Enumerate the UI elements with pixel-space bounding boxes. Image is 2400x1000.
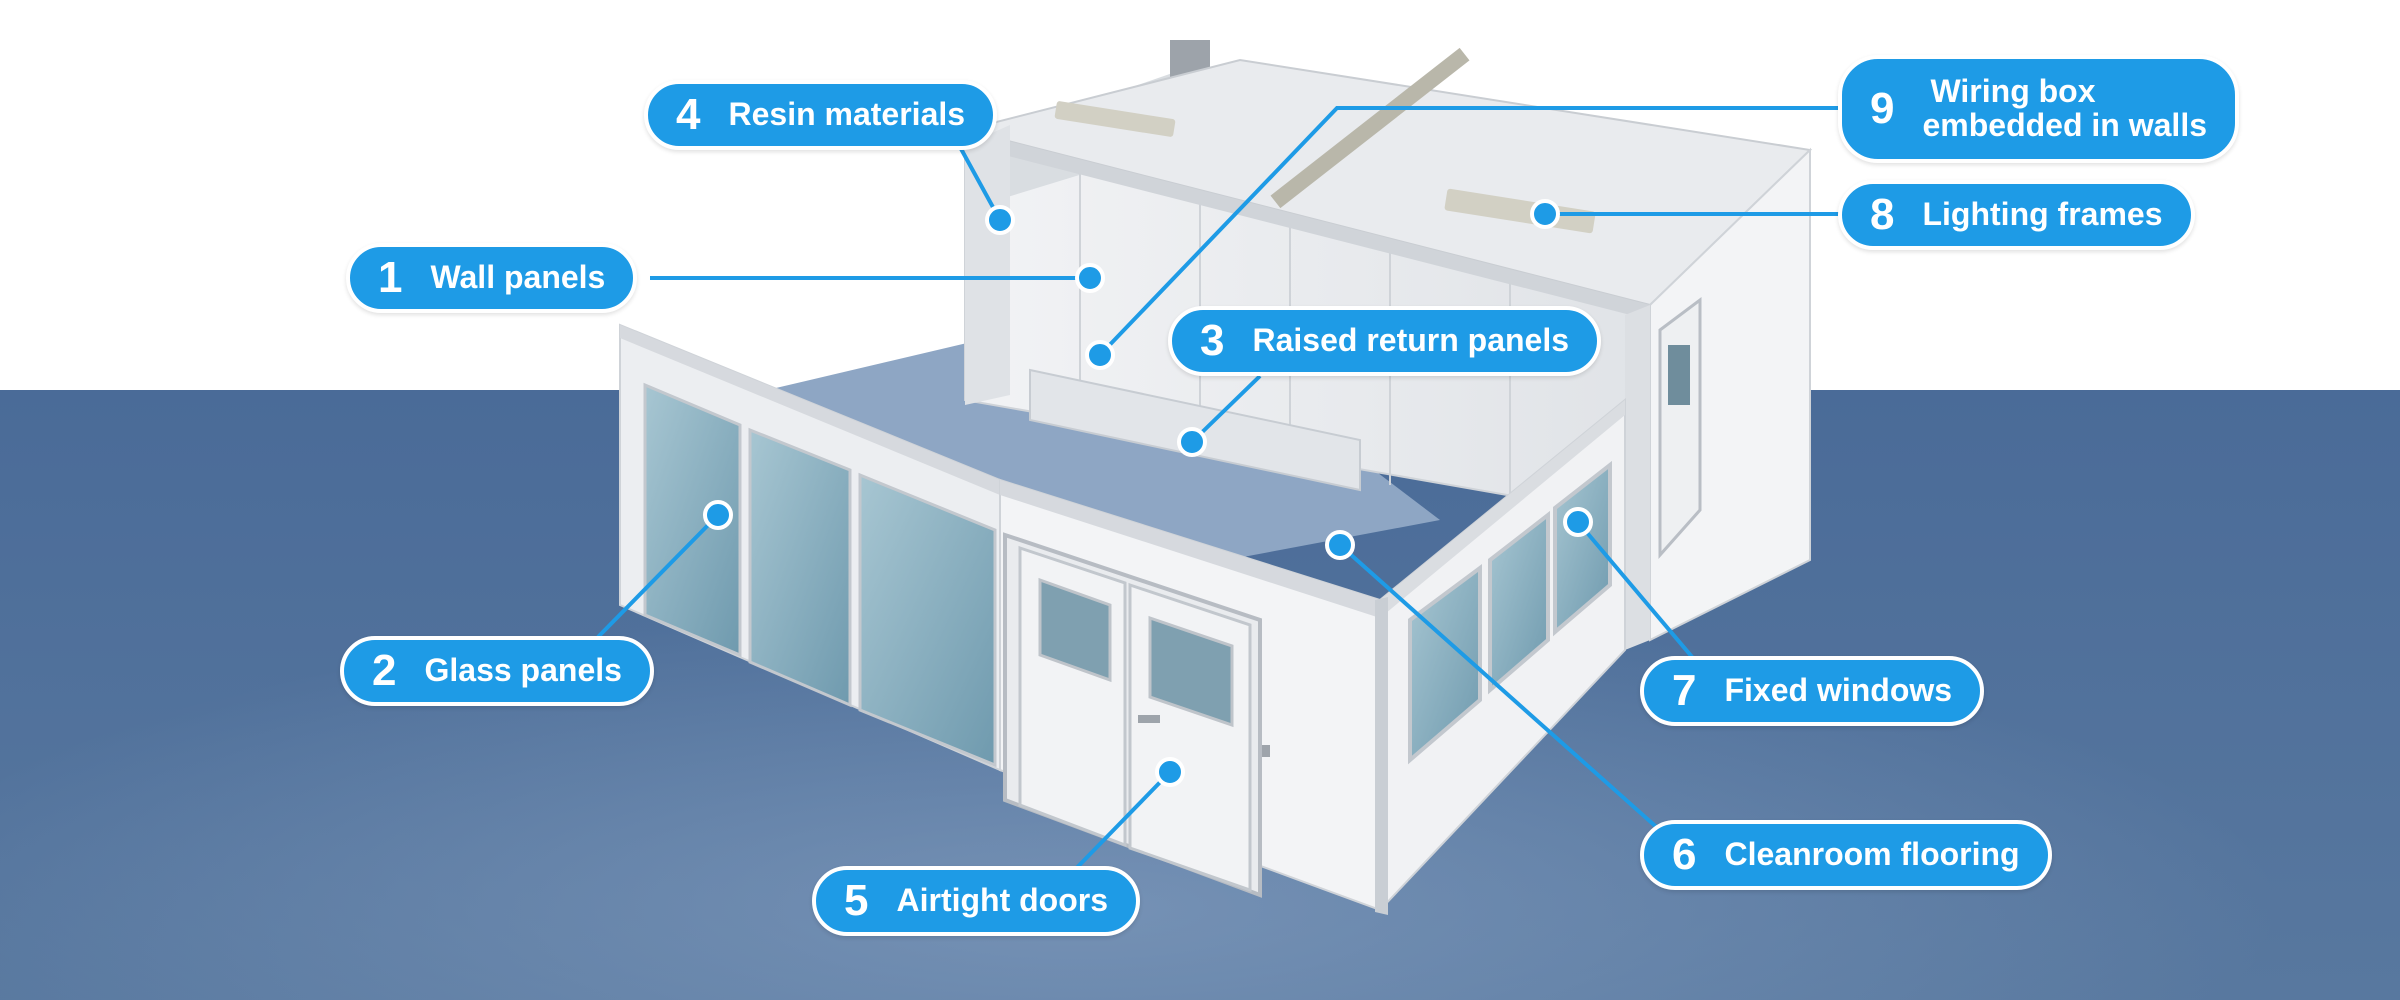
callout-label: Fixed windows	[1724, 672, 1953, 709]
callout-number: 6	[1672, 830, 1697, 879]
leader-dots	[703, 199, 1593, 787]
dot-fixed-windows	[1563, 507, 1593, 537]
callout-number: 4	[676, 90, 701, 139]
dot-glass-panels	[703, 500, 733, 530]
callout-airtight-doors: 5 Airtight doors	[812, 866, 1141, 936]
callout-resin-materials: 4 Resin materials	[644, 80, 998, 150]
callout-label-line-1: Wiring box	[1930, 73, 2096, 110]
callout-label: Glass panels	[424, 652, 622, 689]
callout-lighting-frames: 8 Lighting frames	[1838, 180, 2195, 250]
callout-cleanroom-flooring: 6 Cleanroom flooring	[1640, 820, 2052, 890]
callout-label: Wiring box embedded in walls	[1922, 75, 2207, 142]
dot-raised-return-panels	[1177, 427, 1207, 457]
glass-panel-2	[748, 427, 852, 708]
callout-number: 7	[1672, 666, 1697, 715]
callout-label-line-2: embedded in walls	[1922, 107, 2207, 143]
callout-label: Cleanroom flooring	[1724, 836, 2020, 873]
callout-number: 1	[378, 253, 403, 302]
callout-number: 3	[1200, 316, 1225, 365]
callout-wall-panels: 1 Wall panels	[346, 243, 638, 313]
dot-airtight-doors	[1155, 757, 1185, 787]
glass-panel-1	[643, 382, 742, 658]
dot-wall-panels	[1075, 263, 1105, 293]
callout-label: Wall panels	[430, 259, 606, 296]
callout-number: 9	[1870, 84, 1895, 133]
fixed-window-1	[1408, 564, 1482, 765]
callout-glass-panels: 2 Glass panels	[340, 636, 654, 706]
callout-raised-return-panels: 3 Raised return panels	[1168, 306, 1602, 376]
callout-label: Lighting frames	[1922, 196, 2163, 233]
callout-number: 2	[372, 646, 397, 695]
callout-wiring-box: 9 Wiring box embedded in walls	[1838, 55, 2239, 163]
back-side-door	[1658, 297, 1702, 559]
glass-panel-3	[858, 472, 997, 768]
dot-resin-materials	[985, 205, 1015, 235]
callout-number: 5	[844, 876, 869, 925]
callout-label: Resin materials	[728, 96, 966, 133]
dot-wiring-box	[1085, 340, 1115, 370]
callout-number: 8	[1870, 190, 1895, 239]
callout-label: Airtight doors	[896, 882, 1109, 919]
fixed-window-2	[1488, 510, 1550, 695]
callout-label: Raised return panels	[1252, 322, 1570, 359]
callout-fixed-windows: 7 Fixed windows	[1640, 656, 1985, 726]
dot-cleanroom-flooring	[1325, 530, 1355, 560]
ceiling-lighting-frame	[1444, 188, 1596, 234]
fixed-window-3	[1553, 460, 1612, 637]
dot-lighting-frames	[1530, 199, 1560, 229]
